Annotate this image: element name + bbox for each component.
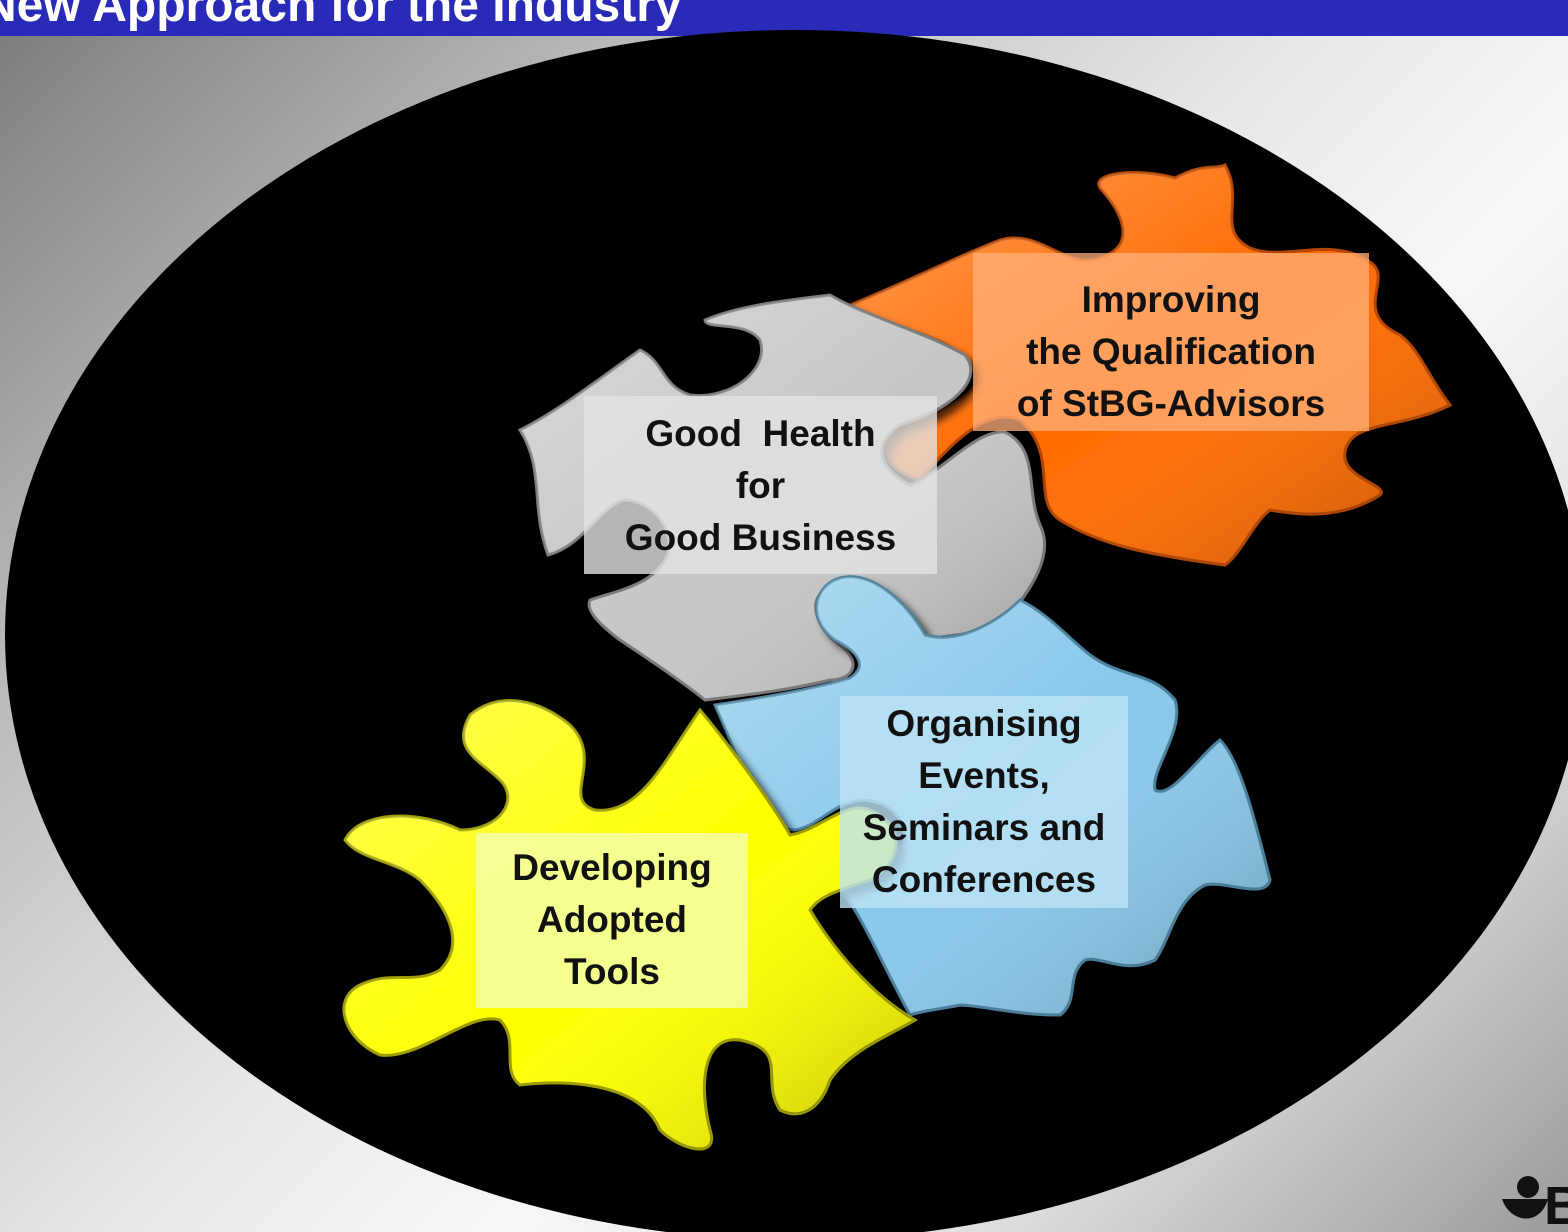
label-qualification-line: the Qualification bbox=[1026, 331, 1316, 372]
company-logo: BBG bbox=[1500, 1165, 1568, 1232]
label-box-health bbox=[584, 396, 937, 574]
label-tools: Developing Adopted Tools bbox=[476, 842, 748, 998]
title-bar: New Approach for the Industry bbox=[0, 0, 1568, 36]
label-qualification-line: of StBG-Advisors bbox=[1016, 383, 1326, 424]
label-box-tools bbox=[476, 833, 748, 1008]
label-qualification: Improving the Qualification of StBG-Advi… bbox=[973, 274, 1369, 430]
logo-text: BBG bbox=[1544, 1176, 1568, 1232]
label-events-line: Seminars and bbox=[862, 807, 1106, 848]
label-health: Good Health for Good Business bbox=[584, 408, 937, 564]
label-qualification-line: Improving bbox=[1081, 279, 1261, 320]
bg-bau-logo-icon bbox=[1502, 1176, 1548, 1219]
label-tools-line: Tools bbox=[564, 951, 660, 992]
label-health-line: Good Business bbox=[624, 517, 897, 558]
label-events: Organising Events, Seminars and Conferen… bbox=[840, 698, 1128, 906]
label-events-line: Events, bbox=[918, 755, 1050, 796]
label-health-line: for bbox=[735, 465, 786, 506]
label-events-line: Conferences bbox=[871, 859, 1097, 900]
label-tools-line: Developing bbox=[512, 847, 712, 888]
label-events-line: Organising bbox=[886, 703, 1082, 744]
label-health-line: Good Health bbox=[645, 413, 876, 454]
label-box-events bbox=[840, 696, 1128, 908]
slide-title: New Approach for the Industry bbox=[0, 0, 682, 32]
label-tools-line: Adopted bbox=[536, 899, 688, 940]
label-box-qualification bbox=[973, 253, 1369, 431]
